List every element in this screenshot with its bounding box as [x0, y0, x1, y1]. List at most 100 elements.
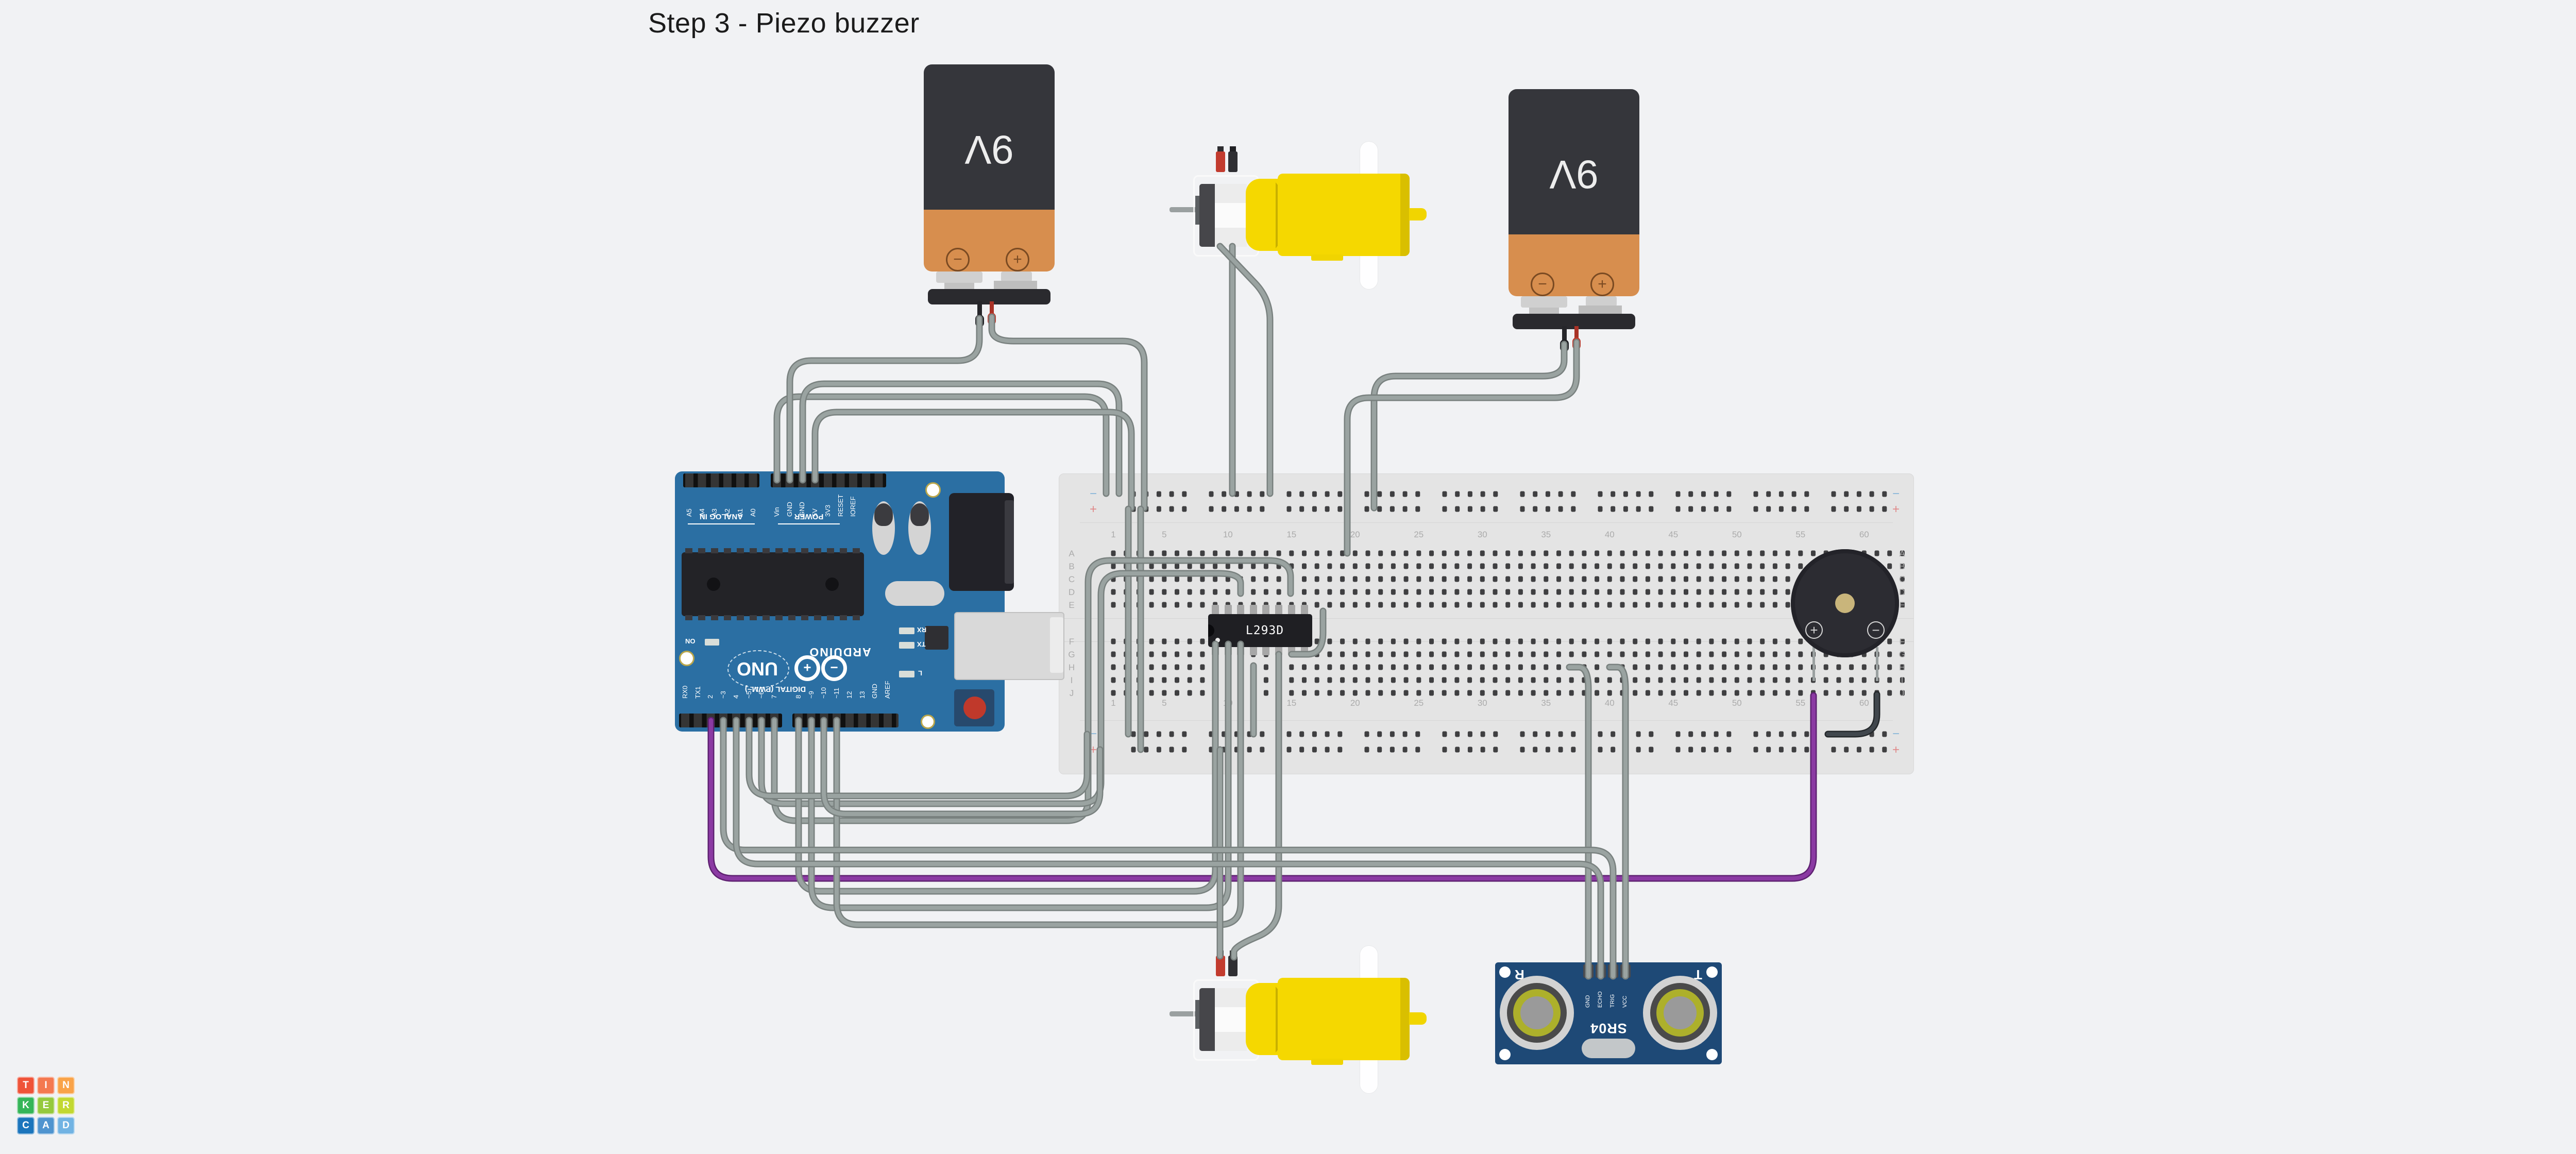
infinity-logo-right: [821, 655, 847, 681]
chip-leg: [1237, 605, 1244, 615]
motor-terminal-red[interactable]: [1216, 956, 1225, 976]
svg-text:15: 15: [1286, 530, 1296, 539]
wire-battery2-minus-rail[interactable]: [1370, 341, 1568, 512]
battery-body-bottom: [1509, 234, 1639, 296]
wire-gnd-to-battery1[interactable]: [786, 315, 983, 484]
battery-terminal-cap-minus: [936, 271, 982, 283]
chip-leg: [1275, 605, 1282, 615]
arduino-uno[interactable]: ANALOG IN POWER ARDUINO + − UNO DIGITAL …: [675, 471, 1064, 732]
l293d-body[interactable]: [1208, 614, 1312, 647]
buzzer-leg-plus: [1812, 647, 1815, 681]
motor-rear-shaft: [1170, 207, 1201, 212]
svg-text:40: 40: [1605, 698, 1615, 708]
wire-chip-right-hook[interactable]: [1288, 607, 1327, 658]
svg-text:1: 1: [1111, 530, 1115, 539]
svg-text:40: 40: [1605, 530, 1615, 539]
wire-motor2-wire-b[interactable]: [1230, 651, 1282, 961]
svg-text:H: H: [1069, 663, 1075, 672]
gearbox-output-shaft: [1409, 1012, 1427, 1025]
l293d-label: L293D: [1245, 624, 1284, 637]
wire-pin8-chip[interactable]: [795, 640, 1219, 895]
logo-tile-E: E: [37, 1097, 55, 1114]
svg-text:50: 50: [1732, 698, 1742, 708]
buzzer-center-dot: [1835, 593, 1855, 613]
sensor-screw-hole-tr: [1706, 966, 1718, 978]
svg-text:A: A: [1069, 549, 1075, 558]
wire-motor1-wire-b[interactable]: [1216, 243, 1274, 497]
battery-body-top: [1509, 89, 1639, 234]
usb-interface-chip: [925, 626, 948, 650]
chip-leg: [1262, 645, 1269, 655]
wire-sensor-wire-vcc[interactable]: [1606, 664, 1629, 980]
svg-text:10: 10: [1223, 530, 1233, 539]
svg-text:H: H: [1899, 663, 1905, 672]
l293d-dot: [1215, 638, 1220, 642]
reset-button-cap[interactable]: [963, 697, 986, 719]
logo-tile-C: C: [17, 1117, 35, 1134]
wire-5v-to-rail[interactable]: [811, 409, 1135, 512]
svg-text:G: G: [1068, 650, 1075, 659]
battery-terminal-cap-minus: [1521, 296, 1567, 308]
motor-terminal-red[interactable]: [1216, 151, 1225, 172]
buzzer-leg-minus: [1876, 647, 1878, 681]
chip-leg: [1212, 605, 1219, 615]
battery-terminal-cap-minus-2: [1529, 308, 1559, 314]
dc-gearmotor-2[interactable]: [1170, 944, 1430, 1096]
crystal-oscillator: [885, 581, 944, 606]
sensor-screw-hole-br: [1706, 1049, 1718, 1060]
svg-text:C: C: [1899, 574, 1905, 584]
wire-battery2-plus-rowA[interactable]: [1344, 338, 1580, 557]
motor-rear-shaft: [1170, 1011, 1201, 1016]
svg-text:60: 60: [1859, 530, 1869, 539]
breadboard[interactable]: [1059, 473, 1914, 774]
rx-led: [899, 627, 914, 634]
svg-text:A: A: [1899, 549, 1905, 558]
svg-text:F: F: [1900, 637, 1905, 647]
piezo-buzzer[interactable]: + −: [1791, 549, 1899, 704]
battery-minus-terminal-mark: −: [1531, 273, 1554, 296]
digital-header-low[interactable]: [679, 714, 782, 727]
svg-text:5: 5: [1162, 530, 1166, 539]
dc-gearmotor-1[interactable]: [1170, 140, 1430, 292]
wire-pin5-bottomrail[interactable]: [745, 717, 1091, 800]
logo-tile-R: R: [57, 1097, 75, 1114]
svg-text:30: 30: [1478, 530, 1487, 539]
buzzer-minus-mark: −: [1867, 621, 1885, 639]
motor-terminal-black[interactable]: [1228, 956, 1238, 976]
wire-buzzer-signal-purple[interactable]: [707, 692, 1817, 882]
atmega-ic-pins-top: [685, 548, 860, 553]
svg-text:45: 45: [1668, 698, 1678, 708]
wire-pin9-chip[interactable]: [808, 640, 1232, 911]
breadboard-rail-separator-bottom: [1080, 720, 1893, 721]
battery-terminal-cap-minus-2: [944, 283, 974, 289]
motor-can-band: [1215, 203, 1247, 228]
wire-pin3-sensor-trig[interactable]: [720, 717, 1617, 980]
battery-snap-connector: [1513, 314, 1635, 329]
wire-pin10-bottomrail[interactable]: [820, 717, 1104, 818]
wire-gnd2-to-rail[interactable]: [799, 380, 1123, 497]
logo-tile-K: K: [17, 1097, 35, 1114]
wire-pin7-loop[interactable]: [771, 557, 1294, 824]
chip-leg: [1225, 605, 1232, 615]
battery-9v-1[interactable]: 9V−+: [924, 64, 1055, 332]
buzzer-plus-mark: +: [1805, 621, 1823, 639]
motor-terminal-black[interactable]: [1228, 151, 1238, 172]
sensor-screw-hole-bl: [1499, 1049, 1511, 1060]
svg-text:−: −: [1090, 487, 1097, 501]
wire-battery1-plus-rail[interactable]: [988, 313, 1148, 512]
svg-text:−: −: [1892, 487, 1900, 501]
ic-dot-left: [707, 578, 720, 591]
svg-text:E: E: [1069, 600, 1074, 610]
wire-sensor-wire-gnd[interactable]: [1566, 664, 1592, 980]
analog-header[interactable]: [683, 473, 759, 487]
wire-buzzer-gnd-black[interactable]: [1824, 691, 1880, 738]
battery-snap-connector: [928, 289, 1050, 304]
battery-9v-2[interactable]: 9V−+: [1509, 89, 1639, 357]
wire-pin11-chip[interactable]: [833, 640, 1244, 928]
wire-pin4-sensor-echo[interactable]: [733, 717, 1604, 980]
svg-text:B: B: [1899, 562, 1905, 571]
